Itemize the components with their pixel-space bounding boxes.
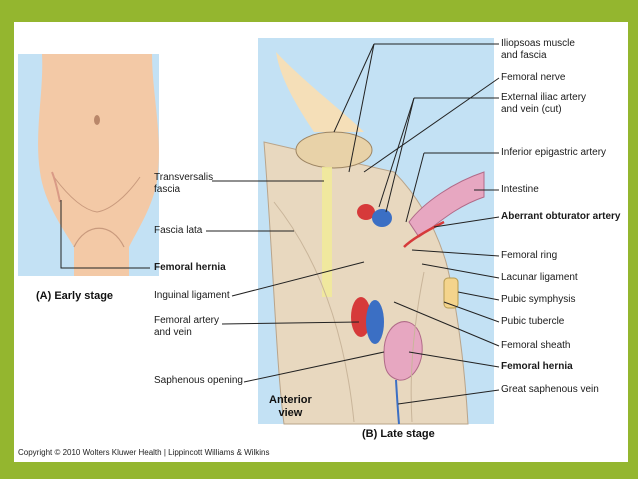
- label-femoral-hernia-late: Femoral hernia: [501, 361, 573, 372]
- copyright-notice: Copyright © 2010 Wolters Kluwer Health |…: [18, 448, 270, 457]
- label-inguinal-ligament: Inguinal ligament: [154, 290, 230, 301]
- right-leader-lines: [333, 43, 500, 405]
- label-aberrant-obturator: Aberrant obturator artery: [501, 211, 621, 222]
- late-stage-caption: (B) Late stage: [362, 428, 435, 440]
- label-external-iliac: External iliac artery and vein (cut): [501, 92, 587, 115]
- slide: (A) Early stage (B) Late stage Anterior …: [14, 22, 628, 462]
- label-great-saphenous: Great saphenous vein: [501, 384, 599, 395]
- early-stage-caption: (A) Early stage: [36, 290, 114, 302]
- label-intestine: Intestine: [501, 184, 539, 195]
- label-pubic-symphysis: Pubic symphysis: [501, 294, 576, 305]
- label-pubic-tubercle: Pubic tubercle: [501, 316, 565, 327]
- left-leader-lines: [206, 180, 385, 383]
- label-femoral-sheath: Femoral sheath: [501, 340, 571, 351]
- label-femoral-ring: Femoral ring: [501, 250, 558, 261]
- label-femoral-artery-vein: Femoral artery and vein: [154, 315, 220, 338]
- label-femoral-nerve: Femoral nerve: [501, 72, 566, 83]
- torso-figure: [38, 54, 159, 276]
- label-lacunar-ligament: Lacunar ligament: [501, 272, 578, 283]
- anterior-view-label: Anterior view: [269, 394, 312, 419]
- thigh-dissection: [263, 52, 485, 425]
- label-iliopsoas: Iliopsoas muscle and fascia: [501, 38, 575, 61]
- anatomy-illustration: [38, 43, 500, 425]
- label-femoral-hernia-early: Femoral hernia: [154, 262, 226, 273]
- label-fascia-lata: Fascia lata: [154, 225, 203, 236]
- label-transversalis-fascia: Transversalis fascia: [154, 172, 214, 195]
- label-saphenous-opening: Saphenous opening: [154, 375, 243, 386]
- label-inferior-epigastric: Inferior epigastric artery: [501, 147, 607, 158]
- leader-early-hernia: [60, 200, 150, 269]
